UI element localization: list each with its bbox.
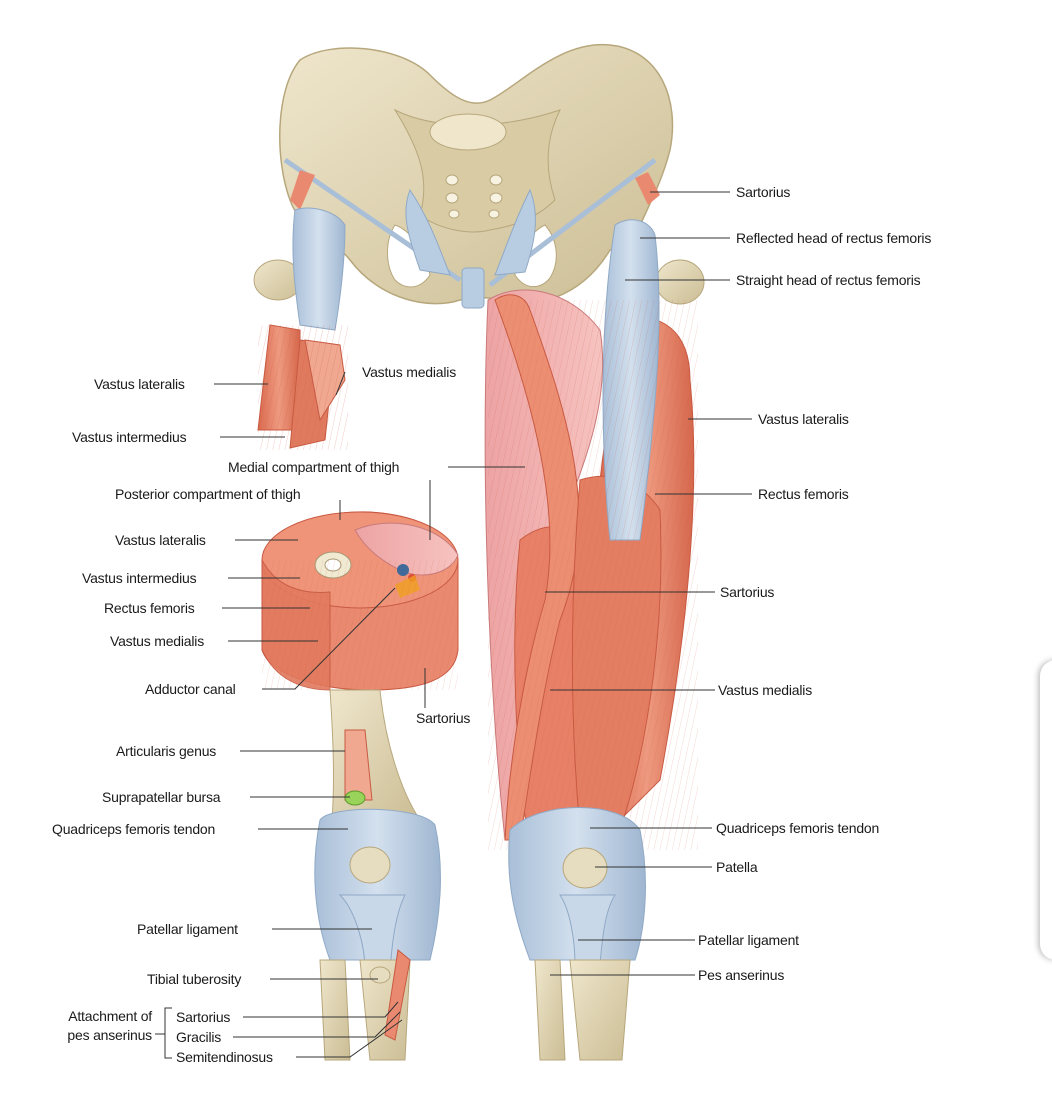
label-vastus-intermedius-left: Vastus intermedius <box>72 429 187 445</box>
thigh-cross-section <box>261 511 459 691</box>
left-femur-knee <box>314 689 441 1061</box>
label-xs-vastus-medialis: Vastus medialis <box>110 633 205 649</box>
label-vastus-medialis-right: Vastus medialis <box>718 682 813 698</box>
label-patellar-ligament-left: Patellar ligament <box>137 921 238 937</box>
label-vastus-lateralis-right: Vastus lateralis <box>758 411 849 427</box>
right-thigh <box>484 219 698 1061</box>
label-sartorius-xs: Sartorius <box>416 710 471 726</box>
label-xs-vastus-lateralis: Vastus lateralis <box>115 532 206 548</box>
label-sartorius-top: Sartorius <box>736 184 791 200</box>
label-reflected-head-rectus-femoris: Reflected head of rectus femoris <box>736 230 932 246</box>
label-vastus-medialis-top: Vastus medialis <box>362 364 457 380</box>
leader-lines <box>155 191 752 1059</box>
label-attachment-of: Attachment of <box>68 1008 152 1024</box>
label-pa-sartorius: Sartorius <box>176 1009 231 1025</box>
label-quadriceps-tendon-left: Quadriceps femoris tendon <box>52 821 216 837</box>
label-pa-semitendinosus: Semitendinosus <box>176 1049 273 1065</box>
label-rectus-femoris-right: Rectus femoris <box>758 486 849 502</box>
label-quadriceps-tendon-right: Quadriceps femoris tendon <box>716 820 880 836</box>
label-tibial-tuberosity: Tibial tuberosity <box>147 971 242 987</box>
label-pa-gracilis: Gracilis <box>176 1029 222 1045</box>
label-articularis-genus: Articularis genus <box>116 743 217 759</box>
label-patella: Patella <box>716 859 758 875</box>
label-patellar-ligament-right: Patellar ligament <box>698 932 799 948</box>
label-pes-anserinus-group: pes anserinus <box>67 1027 152 1043</box>
label-pes-anserinus: Pes anserinus <box>698 967 785 983</box>
label-sartorius-mid: Sartorius <box>720 584 775 600</box>
overlay-side-card[interactable] <box>1040 660 1052 960</box>
label-xs-vastus-intermedius: Vastus intermedius <box>82 570 197 586</box>
inguinal-ligaments <box>283 157 660 287</box>
label-suprapatellar-bursa: Suprapatellar bursa <box>102 789 221 805</box>
label-adductor-canal: Adductor canal <box>145 681 236 697</box>
left-hip-quadriceps <box>257 207 348 450</box>
label-posterior-compartment: Posterior compartment of thigh <box>115 486 301 502</box>
label-vastus-lateralis-left: Vastus lateralis <box>94 376 185 392</box>
label-medial-compartment: Medial compartment of thigh <box>228 459 400 475</box>
pelvis <box>253 43 705 309</box>
label-xs-rectus-femoris: Rectus femoris <box>104 600 195 616</box>
label-straight-head-rectus-femoris: Straight head of rectus femoris <box>736 272 921 288</box>
